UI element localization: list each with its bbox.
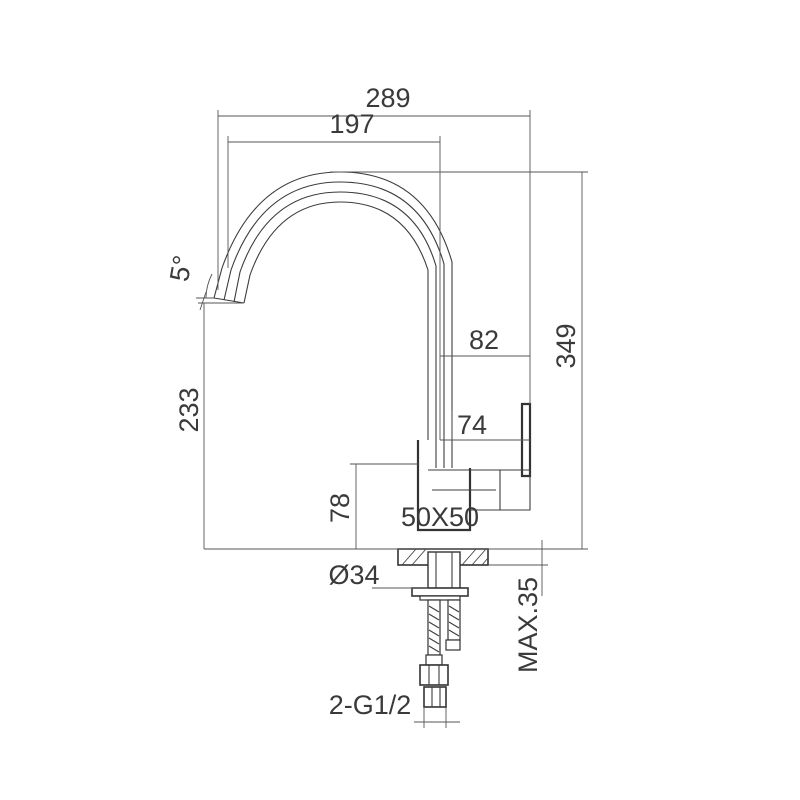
lever-handle <box>500 402 532 511</box>
dim-total-width-label: 289 <box>365 83 410 113</box>
dimension-lines <box>196 110 588 728</box>
dim-inlet-thread-label: 2-G1/2 <box>329 690 412 720</box>
dim-total-height-label: 349 <box>551 323 581 368</box>
dim-body-height-label: 78 <box>325 493 355 523</box>
faucet-body <box>416 440 501 532</box>
dim-spout-reach-label: 197 <box>329 109 374 139</box>
dim-spout-angle-label: 5° <box>164 253 198 284</box>
spout <box>213 171 453 468</box>
dim-hole-diameter-label: Ø34 <box>328 560 379 590</box>
dim-body-width-label: 74 <box>457 410 487 440</box>
dim-max-deck-label: MAX.35 <box>513 577 543 673</box>
dim-base-plate-label: 50X50 <box>401 502 479 532</box>
dim-spout-to-handle-label: 82 <box>469 325 499 355</box>
mounting-shank <box>411 551 469 601</box>
inlet-hoses <box>419 599 461 708</box>
dim-spout-height-label: 233 <box>174 387 204 432</box>
